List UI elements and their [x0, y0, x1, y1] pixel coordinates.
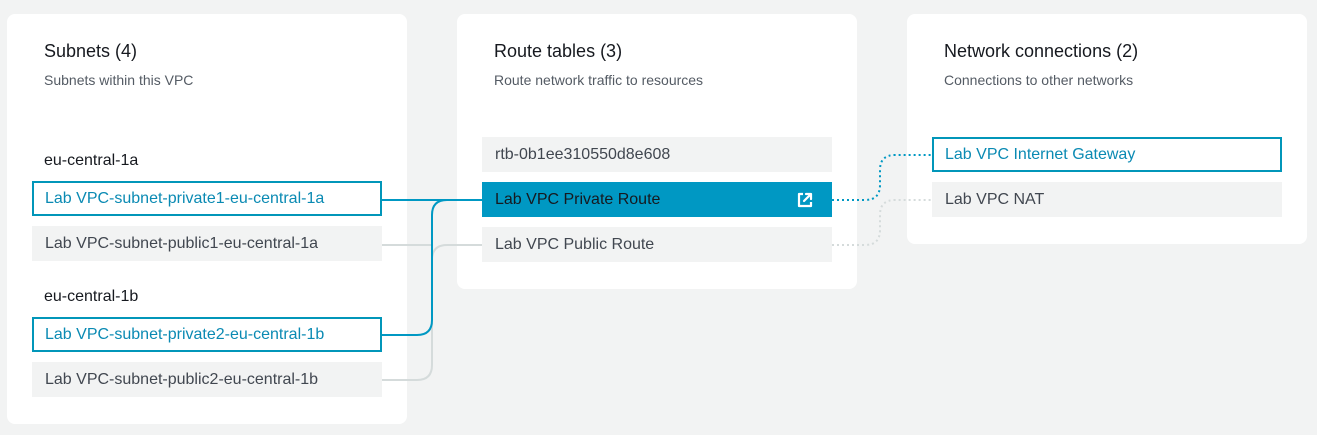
route-tables-title: Route tables (3) [494, 41, 623, 61]
subnets-title: Subnets (4) [44, 41, 138, 61]
network-connections-panel: Network connections (2) Connections to o… [907, 14, 1307, 244]
subnet-public1-eu-central-1a[interactable]: Lab VPC-subnet-public1-eu-central-1a [32, 226, 382, 261]
connection-lab-vpc-nat[interactable]: Lab VPC NAT [932, 182, 1282, 217]
az-label-eu-central-1a: eu-central-1a [44, 152, 139, 169]
route-tables-panel: Route tables (3) Route network traffic t… [457, 14, 857, 289]
route-table-lab-vpc-private-route[interactable]: Lab VPC Private Route [482, 182, 832, 217]
subnets-panel: Subnets (4) Subnets within this VPC eu-c… [7, 14, 407, 424]
network-connections-subtitle: Connections to other networks [944, 72, 1134, 88]
subnet-private2-eu-central-1b[interactable]: Lab VPC-subnet-private2-eu-central-1b [32, 317, 382, 352]
subnet-private1-eu-central-1a[interactable]: Lab VPC-subnet-private1-eu-central-1a [32, 181, 382, 216]
az-label-eu-central-1b: eu-central-1b [44, 288, 139, 305]
network-connections-title: Network connections (2) [944, 41, 1139, 61]
route-table-lab-vpc-public-route[interactable]: Lab VPC Public Route [482, 227, 832, 262]
route-table-label: Lab VPC Private Route [495, 191, 661, 208]
subnets-subtitle: Subnets within this VPC [44, 72, 194, 88]
subnet-public2-eu-central-1b[interactable]: Lab VPC-subnet-public2-eu-central-1b [32, 362, 382, 397]
connection-lab-vpc-internet-gateway[interactable]: Lab VPC Internet Gateway [932, 137, 1282, 172]
route-tables-subtitle: Route network traffic to resources [494, 72, 704, 88]
external-link-icon[interactable] [796, 191, 814, 209]
route-table-rtb-0b1ee310550d8e608[interactable]: rtb-0b1ee310550d8e608 [482, 137, 832, 172]
